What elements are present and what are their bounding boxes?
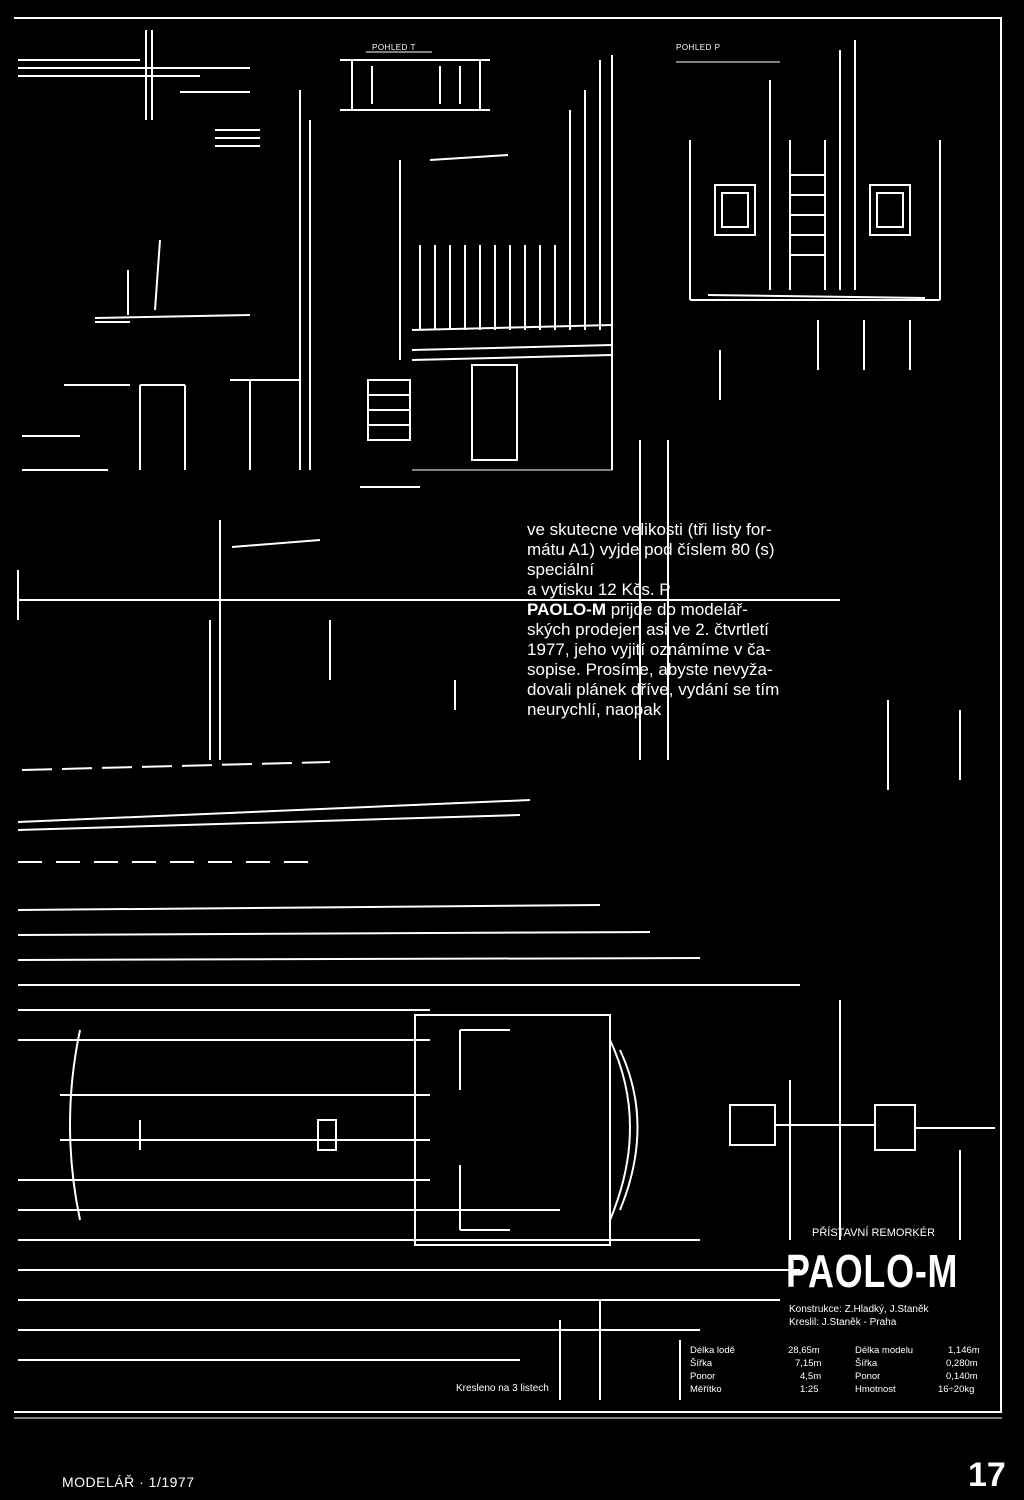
drawn-by-credit: Kreslil: J.Staněk - Praha — [789, 1317, 897, 1328]
spec-row: Délka lodě 28,65m Délka modelu 1,146m — [690, 1344, 990, 1357]
spec-row: Měřítko 1:25 Hmotnost 16÷20kg — [690, 1383, 990, 1396]
spec-value-model: 0,280m — [946, 1358, 978, 1369]
specs-table: Délka lodě 28,65m Délka modelu 1,146m Ší… — [690, 1344, 990, 1396]
notice-line: speciální — [527, 560, 595, 579]
page-number: 17 — [968, 1456, 1006, 1494]
notice-line: sopise. Prosíme, abyste nevyža- — [527, 660, 773, 679]
spec-label-model: Délka modelu — [855, 1345, 914, 1356]
spec-label-model: Šířka — [855, 1358, 878, 1369]
notice-line-rest: prijde do modelář- — [606, 600, 748, 619]
sheets-note: Kresleno na 3 listech — [456, 1383, 549, 1394]
credits: Konstrukce: Z.Hladký, J.Staněk Kreslil: … — [789, 1303, 929, 1329]
notice-line: dovali plánek dříve, vydání se tím — [527, 680, 780, 699]
notice-line: ských prodejen asi ve 2. čtvrtletí — [527, 620, 769, 639]
notice-line: mátu A1) vyjde pod číslem 80 (s) — [527, 540, 775, 559]
notice-line: PAOLO-M prijde do modelář- — [527, 600, 847, 620]
model-name: PAOLO-M — [527, 600, 607, 619]
spec-value-model: 1,146m — [948, 1345, 980, 1356]
plan-subtitle: PŘÍSTAVNÍ REMORKÉR — [812, 1227, 936, 1239]
notice-line: a vytisku 12 Kčs. P — [527, 580, 671, 599]
spec-label-model: Hmotnost — [855, 1384, 896, 1395]
spec-label: Ponor — [690, 1371, 716, 1382]
spec-value: 1:25 — [800, 1384, 819, 1395]
spec-value-model: 16÷20kg — [938, 1384, 975, 1395]
notice-line: ve skutecne velikosti (tři listy for- — [527, 520, 772, 539]
spec-value: 28,65m — [788, 1345, 820, 1356]
spec-label-model: Ponor — [855, 1371, 881, 1382]
view-front-label: POHLED P — [676, 43, 721, 52]
spec-value: 4,5m — [800, 1371, 822, 1382]
spec-row: Ponor 4,5m Ponor 0,140m — [690, 1370, 990, 1383]
notice-line: 1977, jeho vyjití oznámíme v ča- — [527, 640, 771, 659]
plan-title: PAOLO-M — [786, 1245, 959, 1297]
construction-credit: Konstrukce: Z.Hladký, J.Staněk — [789, 1304, 929, 1315]
spec-value: 7,15m — [795, 1358, 822, 1369]
spec-label: Šířka — [690, 1358, 713, 1369]
notice-line: neurychlí, naopak — [527, 700, 662, 719]
spec-value-model: 0,140m — [946, 1371, 978, 1382]
spec-row: Šířka 7,15m Šířka 0,280m — [690, 1357, 990, 1370]
view-top-label: POHLED T — [372, 43, 416, 52]
magazine-issue: MODELÁŘ · 1/1977 — [62, 1474, 195, 1490]
notice-text: ve skutecne velikosti (tři listy for- má… — [527, 520, 847, 720]
spec-label: Délka lodě — [690, 1345, 735, 1356]
spec-label: Měřítko — [690, 1384, 722, 1395]
